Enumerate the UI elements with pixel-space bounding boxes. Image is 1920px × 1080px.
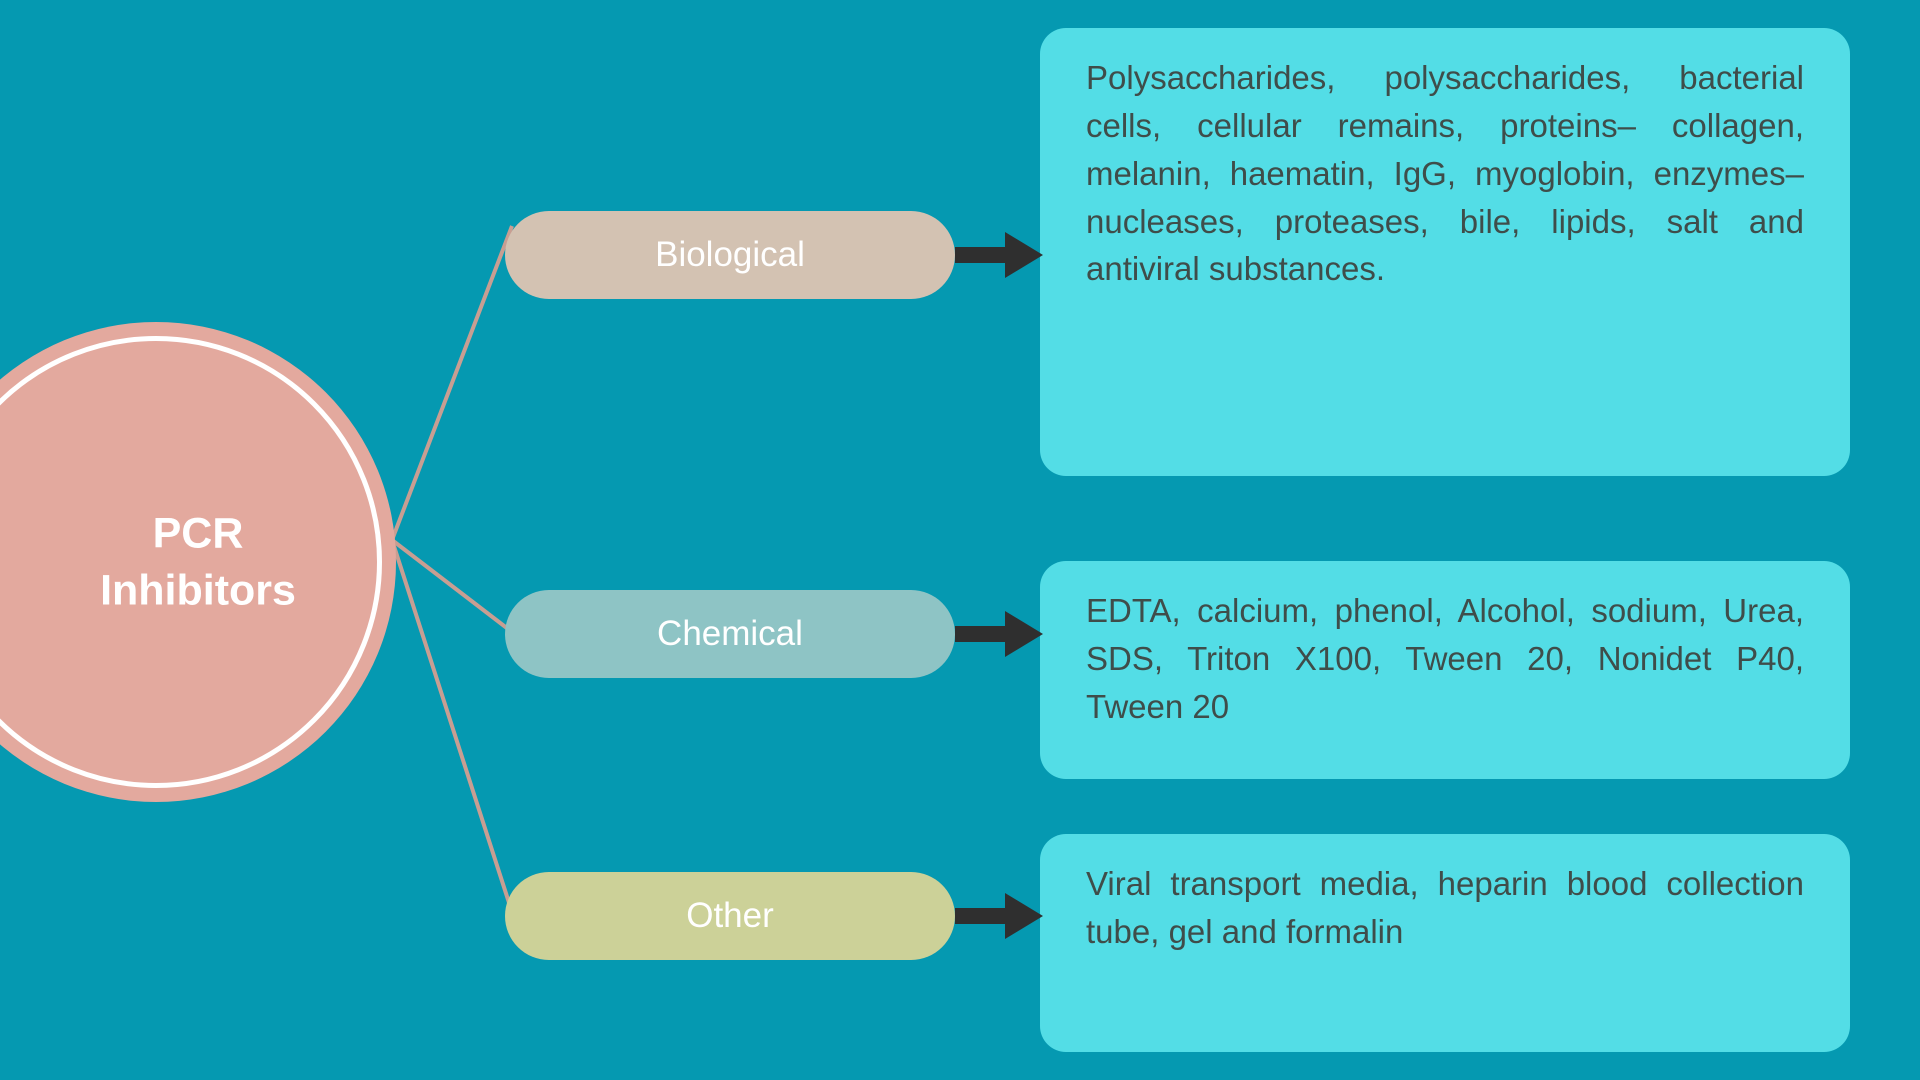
card-other: Viral transport media, heparin blood col… — [1040, 834, 1850, 1052]
connector-other — [390, 539, 514, 913]
hub-circle[interactable]: PCR Inhibitors — [0, 322, 396, 802]
card-chemical: EDTA, calcium, phenol, Alcohol, sodium, … — [1040, 561, 1850, 779]
card-text-chemical: EDTA, calcium, phenol, Alcohol, sodium, … — [1086, 592, 1804, 725]
pill-label-chemical: Chemical — [657, 614, 803, 653]
connector-biological — [390, 225, 514, 541]
pill-label-biological: Biological — [655, 235, 805, 274]
arrow-chemical — [955, 611, 1043, 657]
hub-label: PCR Inhibitors — [100, 509, 296, 614]
pill-chemical[interactable]: Chemical — [505, 590, 955, 678]
card-text-other: Viral transport media, heparin blood col… — [1086, 865, 1804, 950]
card-biological: Polysaccharides, polysaccharides, bacter… — [1040, 28, 1850, 476]
arrow-other — [955, 893, 1043, 939]
connector-chemical — [390, 538, 514, 634]
pill-biological[interactable]: Biological — [505, 211, 955, 299]
pill-other[interactable]: Other — [505, 872, 955, 960]
pill-label-other: Other — [686, 896, 774, 935]
arrow-biological — [955, 232, 1043, 278]
card-text-biological: Polysaccharides, polysaccharides, bacter… — [1086, 59, 1804, 288]
